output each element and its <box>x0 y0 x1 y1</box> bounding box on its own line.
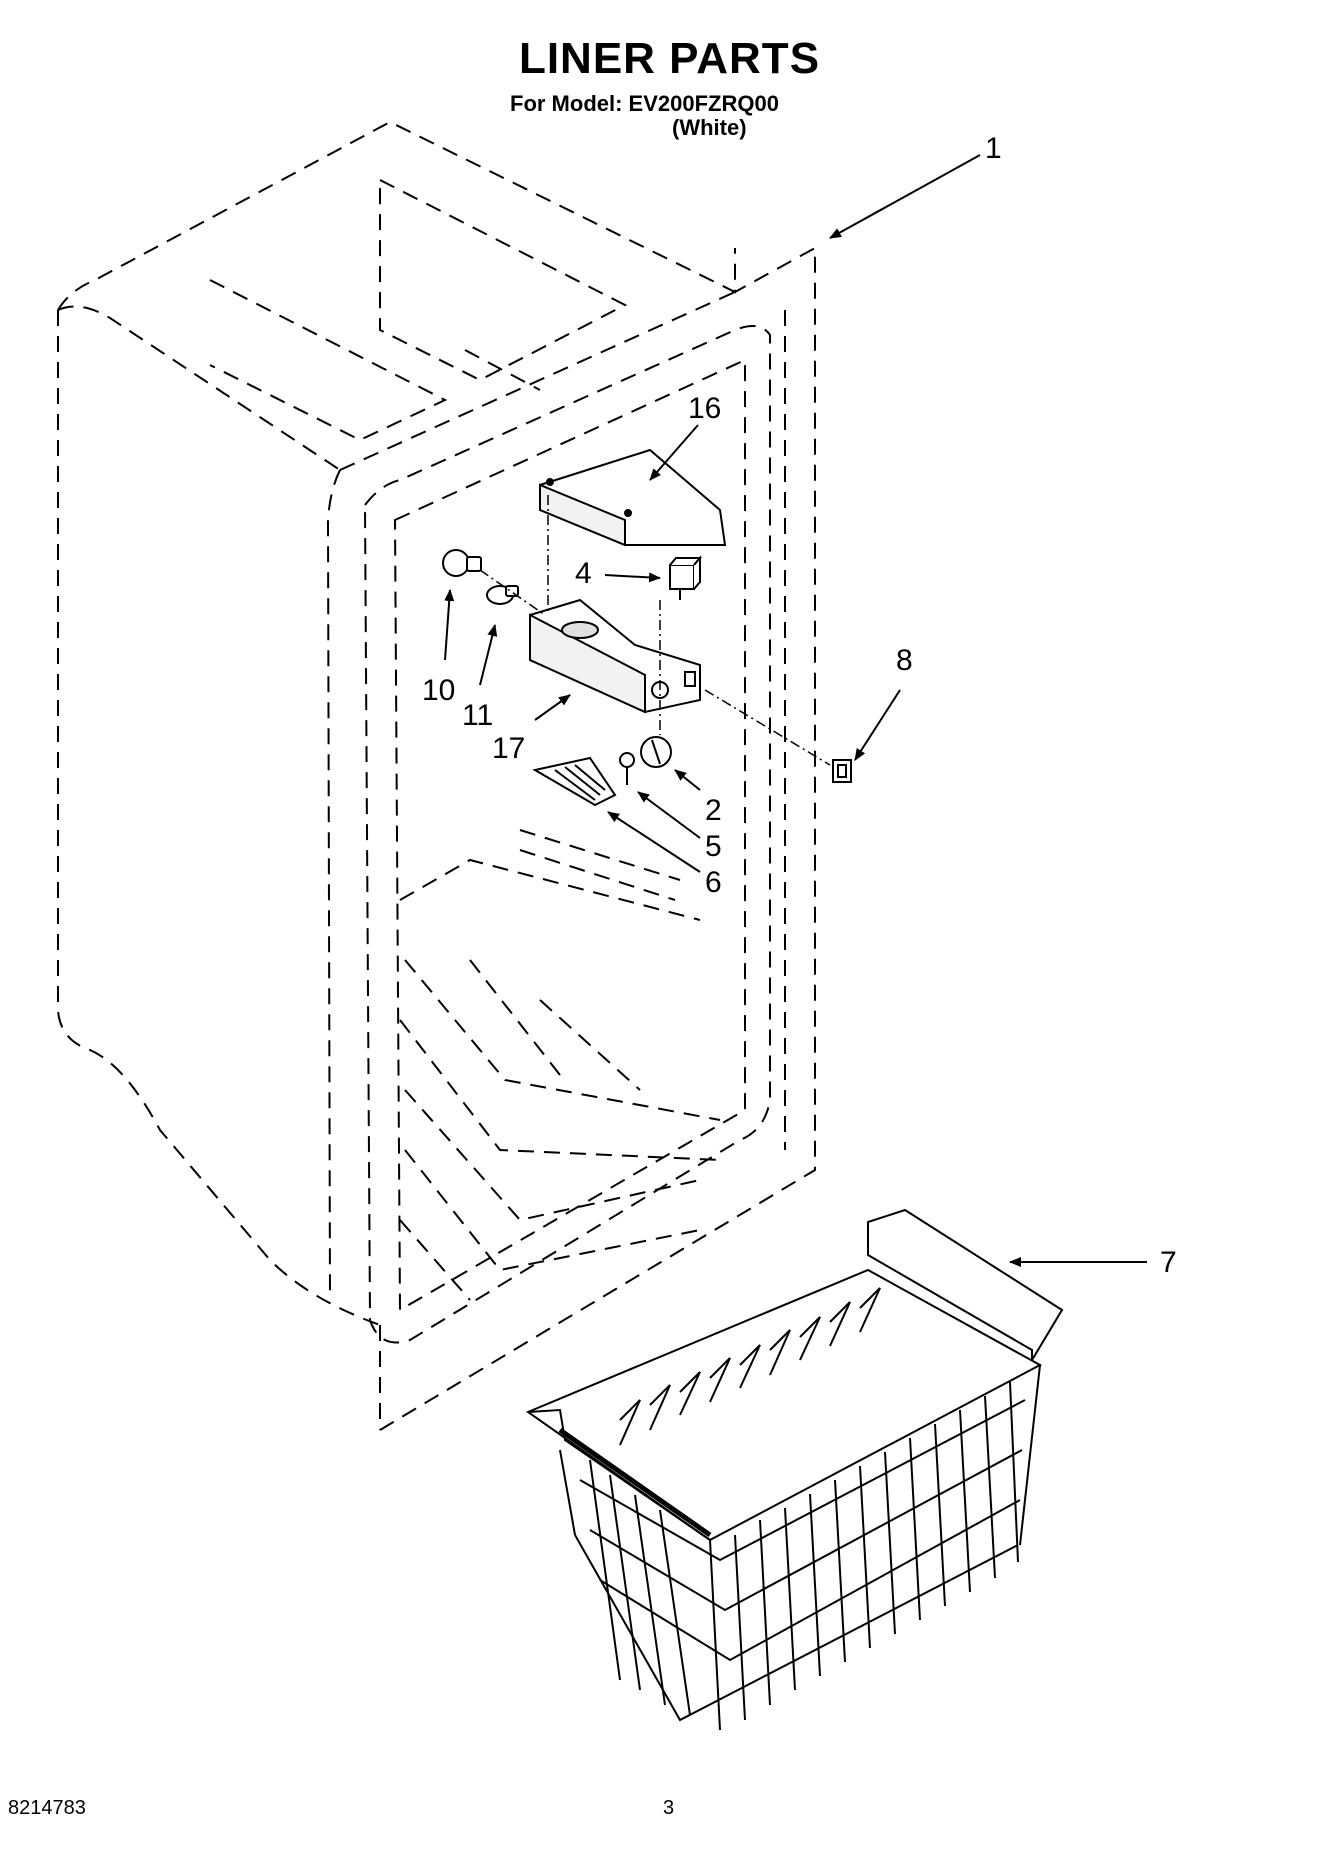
part-16-light-shield <box>539 448 727 547</box>
callout-16: 16 <box>688 392 721 425</box>
callout-5: 5 <box>705 830 722 863</box>
part-5-screw <box>619 752 635 785</box>
color-line: (White) <box>672 115 747 140</box>
callout-7: 7 <box>1160 1246 1177 1279</box>
callout-17: 17 <box>492 732 525 765</box>
callout-1: 1 <box>985 132 1002 165</box>
page-title: LINER PARTS <box>518 34 821 83</box>
model-subtitle: For Model: EV200FZRQ00 (White) <box>510 92 779 140</box>
part-2-lens <box>640 736 672 768</box>
liner-outline <box>57 120 816 1431</box>
part-7-wire-basket <box>525 1208 1064 1731</box>
part-4-socket <box>669 555 703 600</box>
callout-4: 4 <box>575 557 592 590</box>
part-6-vent-cover <box>532 756 617 807</box>
callout-8: 8 <box>896 644 913 677</box>
part-10-light-bulb <box>442 549 482 577</box>
part-17-light-housing <box>529 598 701 714</box>
model-line: For Model: EV200FZRQ00 <box>510 91 779 116</box>
document-number: 8214783 <box>8 1797 86 1819</box>
callout-11: 11 <box>462 699 493 732</box>
callout-labels: 1 16 4 10 11 17 8 2 5 6 7 <box>422 132 1177 1279</box>
page-number: 3 <box>663 1797 675 1819</box>
callout-6: 6 <box>705 866 722 899</box>
part-11-light-bulb <box>486 585 519 605</box>
leader-lines <box>444 154 1147 1267</box>
assembly-lines <box>479 495 831 766</box>
part-8-switch <box>832 759 852 783</box>
callout-10: 10 <box>422 674 455 707</box>
callout-2: 2 <box>705 794 722 827</box>
